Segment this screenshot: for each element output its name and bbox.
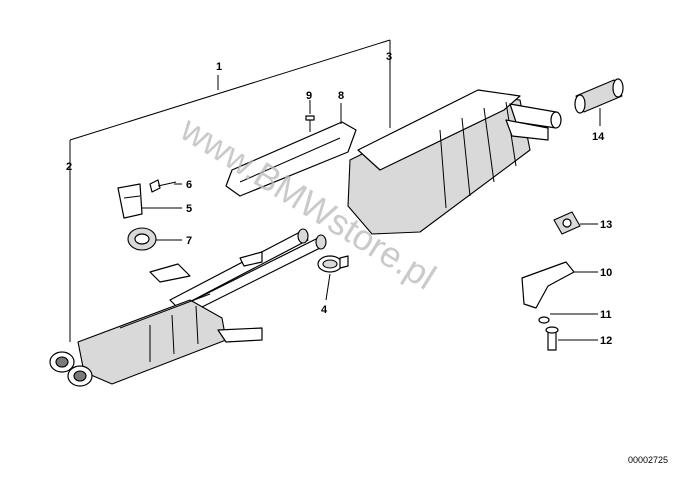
bracket-5-part <box>117 183 143 219</box>
rubber-mount-7-part <box>127 227 157 251</box>
callout-12: 12 <box>600 335 612 347</box>
callout-13: 13 <box>600 219 612 231</box>
callout-10: 10 <box>600 267 612 279</box>
leader-lines <box>142 100 601 341</box>
screw-9-part <box>305 115 315 132</box>
callout-1: 1 <box>216 61 222 73</box>
callout-14: 14 <box>592 131 605 143</box>
callout-7: 7 <box>186 235 192 247</box>
callout-6: 6 <box>186 179 192 191</box>
reference-number: 00002725 <box>628 455 668 465</box>
callout-4: 4 <box>321 304 328 316</box>
holder-10-part <box>521 261 575 309</box>
callout-5: 5 <box>186 203 192 215</box>
heat-shield <box>225 121 357 197</box>
clamp <box>317 255 349 273</box>
callout-11: 11 <box>600 309 612 321</box>
bolt-12-part <box>545 326 559 351</box>
assembly-bracket-lines <box>69 39 391 342</box>
rear-silencer <box>347 89 562 235</box>
bolt-6-part <box>149 179 177 193</box>
front-silencer-assembly <box>49 228 327 387</box>
tailpipe-trim <box>574 78 624 114</box>
callout-2: 2 <box>66 161 72 173</box>
washer-11-part <box>538 316 550 324</box>
callout-8: 8 <box>338 90 344 102</box>
callout-9: 9 <box>306 90 312 102</box>
rubber-ring <box>553 211 581 235</box>
callout-3: 3 <box>386 51 392 63</box>
